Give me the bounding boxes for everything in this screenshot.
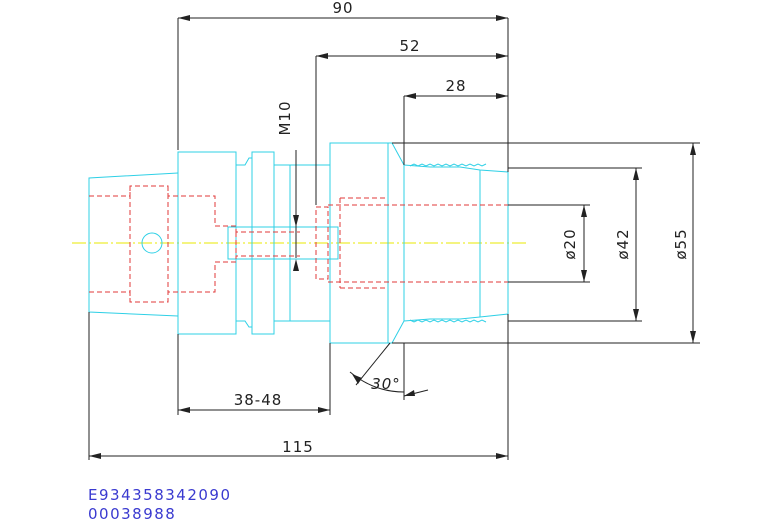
dim-dia20-label: ø20 (561, 228, 579, 259)
dim-52-label: 52 (399, 37, 420, 55)
dim-28-label: 28 (445, 77, 466, 95)
dim-dia55-label: ø55 (672, 228, 690, 259)
hidden-lines (89, 185, 508, 303)
dim-115-label: 115 (282, 438, 314, 456)
dim-90-label: 90 (332, 0, 353, 17)
part-number: E934358342090 (88, 486, 232, 504)
dim-dia42-label: ø42 (614, 228, 632, 259)
dim-angle-label: 30° (371, 375, 401, 393)
dim-m10-label: M10 (276, 100, 294, 135)
dim-range-label: 38-48 (234, 391, 283, 409)
serial-number: 00038988 (88, 505, 176, 523)
dimension-lines (88, 15, 700, 460)
